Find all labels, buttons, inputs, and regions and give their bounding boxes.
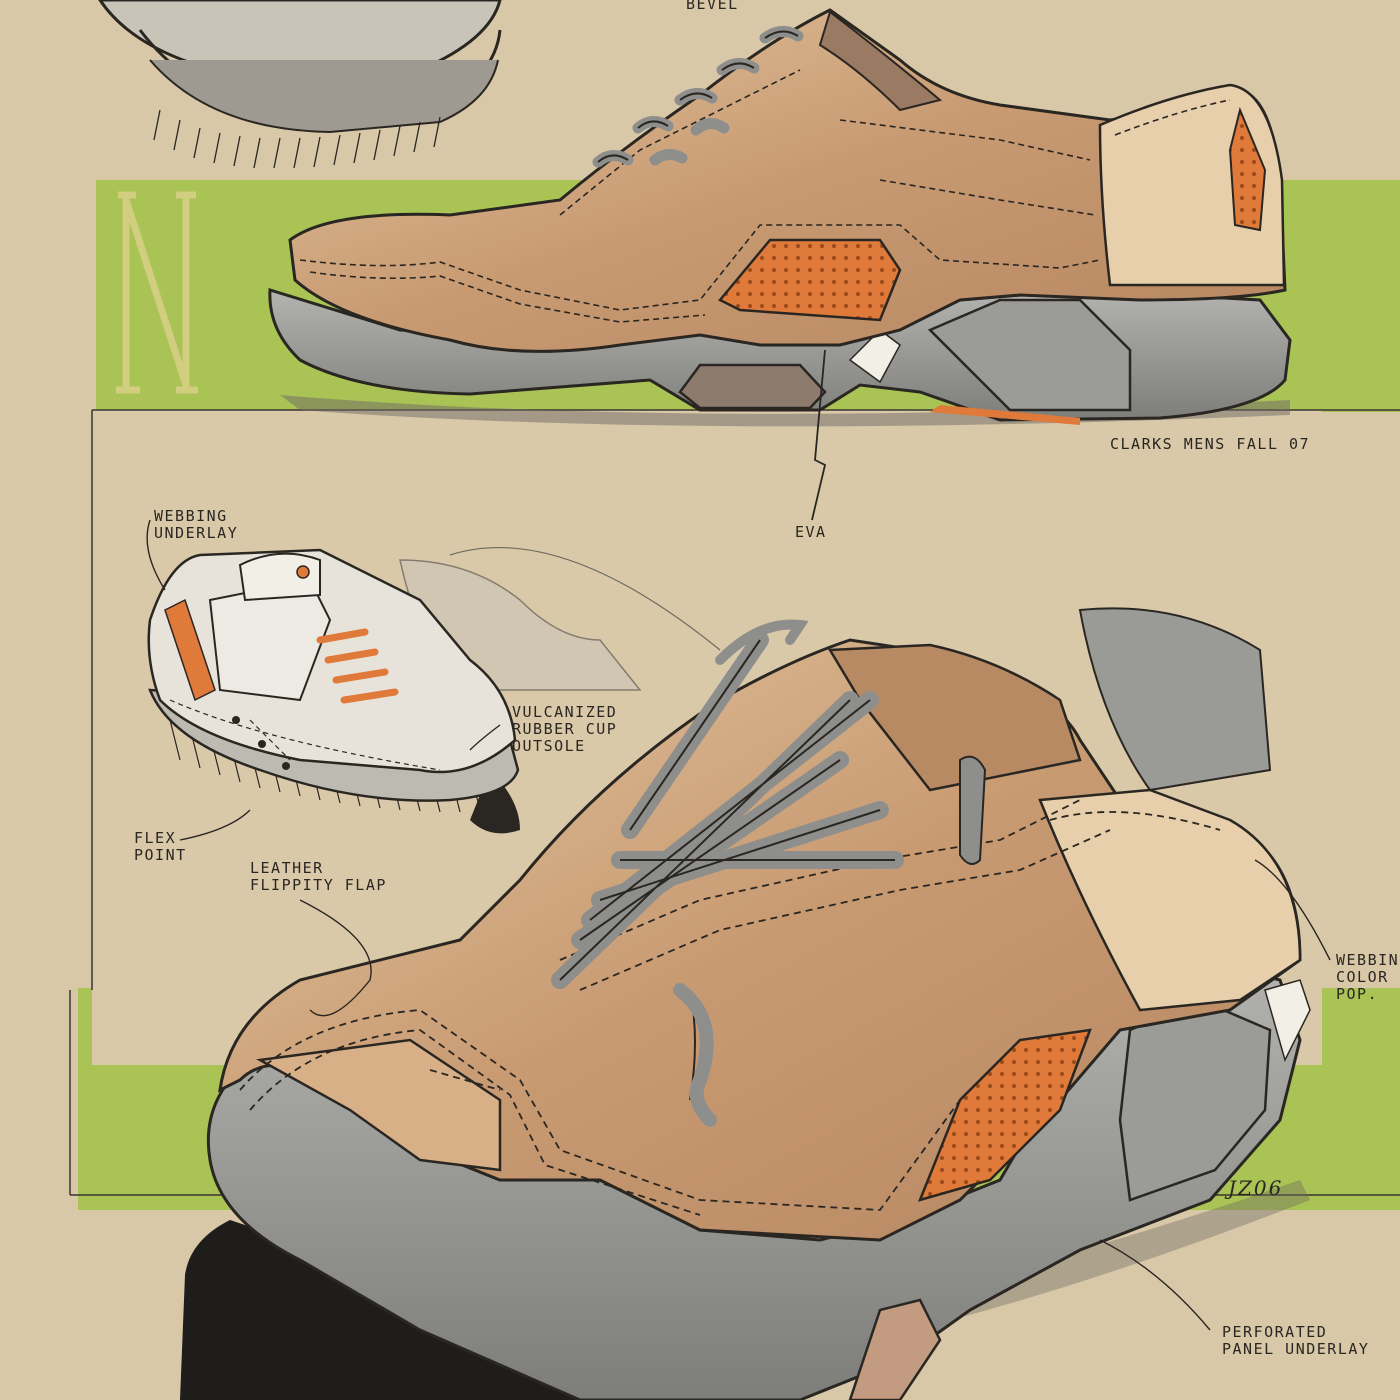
partial-shoe-top-left xyxy=(98,0,502,169)
annotation-webbing-color-pop: WEBBIN COLOR POP. xyxy=(1336,952,1399,1003)
annotation-flex-point: FLEX POINT xyxy=(134,830,187,864)
annotation-flex-point-line-2: POINT xyxy=(134,846,187,864)
annotation-flex-point-line-1: FLEX xyxy=(134,829,177,847)
annotation-perforated-line-1: PERFORATED xyxy=(1222,1323,1328,1341)
designer-signature: JZ06 xyxy=(1228,1176,1284,1200)
annotation-perforated-line-2: PANEL UNDERLAY xyxy=(1222,1340,1370,1358)
annotation-webbing-color-pop-line-1: WEBBIN xyxy=(1336,951,1400,969)
annotation-vulcanized-line-3: OUTSOLE xyxy=(512,737,586,755)
annotation-webbing-underlay-line-2: UNDERLAY xyxy=(154,524,239,542)
annotation-clarks-mens: CLARKS MENS FALL 07 xyxy=(1110,436,1310,453)
annotation-vulcanized-line-2: RUBBER CUP xyxy=(512,720,618,738)
annotation-webbing-underlay: WEBBING UNDERLAY xyxy=(154,508,238,542)
annotation-webbing-underlay-line-1: WEBBING xyxy=(154,507,228,525)
annotation-bevel: BEVEL xyxy=(686,0,739,13)
shoe-small-three-quarter xyxy=(147,546,721,834)
letter-n-mark xyxy=(116,191,198,394)
leader-lines xyxy=(146,519,1331,1331)
annotation-clarks-mens-line: CLARKS MENS FALL 07 xyxy=(1110,435,1311,453)
shoe-large-three-quarter xyxy=(180,607,1311,1400)
annotation-vulcanized-line-1: VULCANIZED xyxy=(512,703,618,721)
annotation-perforated: PERFORATED PANEL UNDERLAY xyxy=(1222,1324,1369,1358)
annotation-vulcanized: VULCANIZED RUBBER CUP OUTSOLE xyxy=(512,704,617,755)
annotation-leather-flippity-line-2: FLIPPITY FLAP xyxy=(250,876,387,894)
annotation-eva: EVA xyxy=(795,523,827,541)
annotation-leather-flippity-line-1: LEATHER xyxy=(250,859,324,877)
annotation-webbing-color-pop-line-3: POP. xyxy=(1336,985,1379,1003)
annotation-webbing-color-pop-line-2: COLOR xyxy=(1336,968,1389,986)
annotation-leather-flippity: LEATHER FLIPPITY FLAP xyxy=(250,860,387,894)
shoe-side-view xyxy=(268,8,1292,521)
